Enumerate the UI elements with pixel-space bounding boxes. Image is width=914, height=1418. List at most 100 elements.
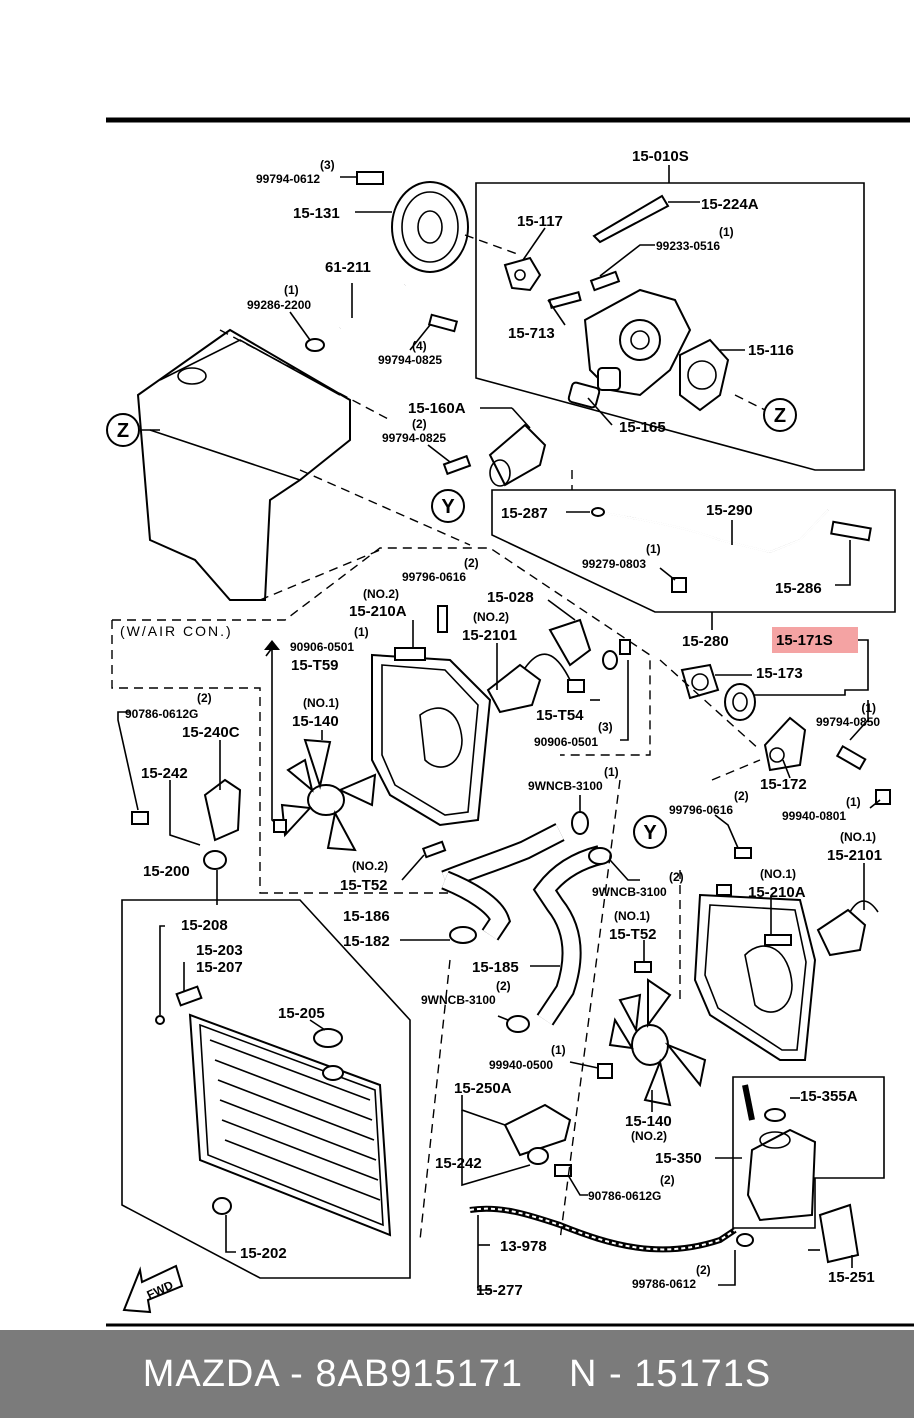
label-15-224A: 15-224A	[701, 196, 759, 213]
label-90786-0612G: 90786-0612G	[125, 707, 198, 721]
label-15-287: 15-287	[501, 505, 548, 522]
label-15-186: 15-186	[343, 908, 390, 925]
label-99279-0803: 99279-0803	[582, 557, 646, 571]
label-15-240C: 15-240C	[182, 724, 240, 741]
callout-y-top: Y	[431, 489, 465, 523]
air-con-region	[111, 620, 450, 894]
label-90906-0501: 90906-0501	[290, 640, 354, 654]
svg-text:(1): (1)	[354, 625, 369, 639]
label-15-210A-no2: 15-210A	[349, 603, 407, 620]
label-99796-0616-b: 99796-0616	[669, 803, 733, 817]
gasket-strip-shape	[592, 194, 670, 244]
cooling-fan-no2	[608, 978, 707, 1107]
pump-pulley	[391, 181, 469, 273]
label-15-713: 15-713	[508, 325, 555, 342]
svg-text:(1): (1)	[846, 795, 861, 809]
label-15-355A: 15-355A	[800, 1088, 858, 1105]
svg-text:(1): (1)	[551, 1043, 566, 1057]
svg-text:(2): (2)	[464, 556, 479, 570]
label-15-160A: 15-160A	[408, 400, 466, 417]
label-99233-0516: 99233-0516	[656, 239, 720, 253]
svg-text:(NO.1): (NO.1)	[840, 830, 876, 844]
thermostat	[724, 683, 756, 721]
bracket-15-028	[548, 618, 592, 667]
engine-block	[136, 328, 351, 601]
svg-text:(NO.1): (NO.1)	[303, 696, 339, 710]
label-15-2101-no2: 15-2101	[462, 627, 517, 644]
label-15-202: 15-202	[240, 1245, 287, 1262]
label-15-T54: 15-T54	[536, 707, 584, 724]
bypass-pipe-box	[491, 489, 896, 613]
label-15-205: 15-205	[278, 1005, 325, 1022]
label-15-277: 15-277	[476, 1282, 523, 1299]
label-w-air-con: (W/AIR CON.)	[120, 623, 233, 639]
label-15-140-no2: 15-140	[625, 1113, 672, 1130]
label-61-211: 61-211	[325, 259, 371, 276]
label-99286-2200: 99286-2200	[247, 298, 311, 312]
label-15-208: 15-208	[181, 917, 228, 934]
svg-text:(NO.2): (NO.2)	[363, 587, 399, 601]
svg-text:(2): (2)	[669, 870, 684, 884]
svg-text:(2): (2)	[496, 979, 511, 993]
callout-z-left: Z	[106, 413, 140, 447]
radiator-box	[121, 899, 411, 1279]
reference-part-number: N - 15171S	[569, 1352, 772, 1395]
label-15-182: 15-182	[343, 933, 390, 950]
label-15-010S: 15-010S	[632, 148, 689, 165]
svg-text:Z: Z	[117, 420, 129, 442]
label-99794-0825-b: 99794-0825	[382, 431, 446, 445]
label-99786-0612: 99786-0612	[632, 1277, 696, 1291]
label-15-280: 15-280	[682, 633, 729, 650]
label-15-242-b: 15-242	[435, 1155, 482, 1172]
label-15-116: 15-116	[748, 342, 794, 359]
label-99794-0612: 99794-0612	[256, 172, 320, 186]
svg-text:Y: Y	[643, 822, 657, 844]
svg-text:(NO.2): (NO.2)	[631, 1129, 667, 1143]
callout-z-right: Z	[763, 398, 797, 432]
label-99940-0801: 99940-0801	[782, 809, 846, 823]
svg-text:(3): (3)	[320, 158, 335, 172]
svg-text:Z: Z	[774, 405, 786, 427]
svg-text:(NO.2): (NO.2)	[352, 859, 388, 873]
bracket-15-251	[818, 1203, 860, 1264]
svg-text:(1): (1)	[604, 765, 619, 779]
svg-text:(1): (1)	[646, 542, 661, 556]
svg-text:(4): (4)	[412, 339, 427, 353]
bracket-15-250A	[503, 1103, 572, 1157]
part-labels: 15-010S 15-224A 15-117 (1) 99233-0516 15…	[120, 148, 882, 1299]
svg-text:Y: Y	[441, 496, 455, 518]
svg-text:(NO.1): (NO.1)	[614, 909, 650, 923]
svg-text:(2): (2)	[660, 1173, 675, 1187]
svg-text:(2): (2)	[412, 417, 427, 431]
label-15-242: 15-242	[141, 765, 188, 782]
pump-gasket	[679, 338, 730, 412]
label-99794-0825: 99794-0825	[378, 353, 442, 367]
label-9WNCB-3100-c: 9WNCB-3100	[421, 993, 496, 1007]
label-15-028: 15-028	[487, 589, 534, 606]
label-15-171S: 15-171S	[776, 632, 833, 649]
svg-text:(2): (2)	[197, 691, 212, 705]
label-90906-0501-b: 90906-0501	[534, 735, 598, 749]
label-15-286: 15-286	[775, 580, 822, 597]
bolt-90786-0612G	[131, 811, 149, 825]
svg-text:(1): (1)	[719, 225, 734, 239]
svg-text:(1): (1)	[861, 701, 876, 715]
part-number-footer: MAZDA - 8AB915171 N - 15171S	[0, 1330, 914, 1418]
label-9WNCB-3100-b: 9WNCB-3100	[592, 885, 667, 899]
label-99796-0616: 99796-0616	[402, 570, 466, 584]
label-15-210A-no1: 15-210A	[748, 884, 806, 901]
bolt-99794-0612	[356, 171, 384, 185]
label-15-200: 15-200	[143, 863, 190, 880]
bracket-15-240C	[203, 778, 242, 842]
svg-text:(3): (3)	[598, 720, 613, 734]
highlight-15-171S	[772, 627, 858, 653]
label-15-2101-no1: 15-2101	[827, 847, 882, 864]
label-15-117: 15-117	[517, 213, 563, 230]
pump-pulley-bracket	[503, 256, 542, 292]
label-15-251: 15-251	[828, 1269, 875, 1286]
water-pump-kit-box	[475, 182, 865, 471]
label-99940-0500: 99940-0500	[489, 1058, 553, 1072]
water-outlet	[488, 423, 547, 487]
label-99794-0850: 99794-0850	[816, 715, 880, 729]
fwd-arrow-icon: FWD	[122, 1264, 184, 1314]
